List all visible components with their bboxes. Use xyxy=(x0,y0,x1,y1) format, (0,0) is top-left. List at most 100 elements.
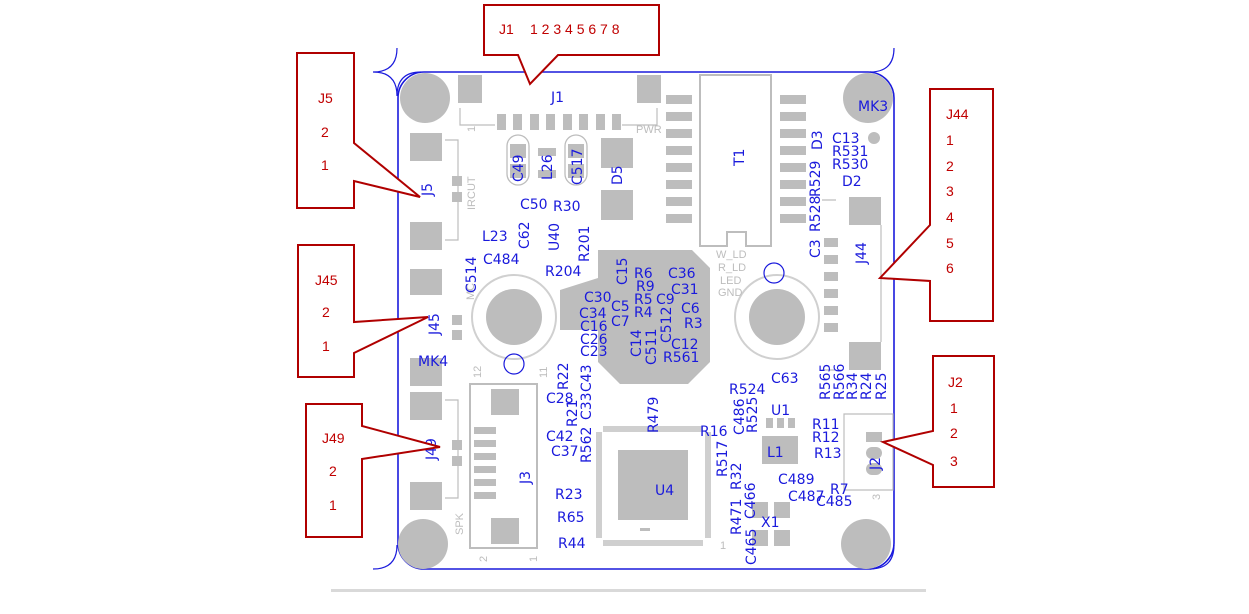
refdes-r4: R4 xyxy=(634,305,653,321)
refdes-d2: D2 xyxy=(842,174,862,190)
mounting-hole-bottom-right xyxy=(841,519,891,569)
callout-j2-pin: 2 xyxy=(950,425,958,441)
refdes-r530: R530 xyxy=(832,157,868,173)
refdes-c63: C63 xyxy=(771,371,799,387)
refdes-c30: C30 xyxy=(584,290,612,306)
callout-j45-pin: 2 xyxy=(322,304,330,320)
refdes-t1: T1 xyxy=(732,149,748,167)
callout-j44-pin: 5 xyxy=(946,235,954,251)
refdes-l23: L23 xyxy=(482,229,508,245)
board xyxy=(372,47,895,570)
refdes-r204: R204 xyxy=(545,264,582,280)
mounting-hole-bottom-left xyxy=(398,519,448,569)
callout-j44-box xyxy=(877,88,994,322)
silk-mc: MC xyxy=(465,283,477,300)
refdes-c16: C16 xyxy=(580,319,608,335)
refdes-r531: R531 xyxy=(832,144,868,160)
vias xyxy=(503,262,785,375)
refdes-c33: C33 xyxy=(579,392,595,420)
callout-j2-pin: 1 xyxy=(950,400,958,416)
refdes-c14: C14 xyxy=(629,329,645,357)
refdes-r517: R517 xyxy=(715,441,731,477)
refdes-r471: R471 xyxy=(729,499,745,535)
callout-j2-label: J2 xyxy=(948,374,963,390)
callouts xyxy=(296,4,995,538)
refdes-r34: R34 xyxy=(845,372,861,400)
refdes-r32: R32 xyxy=(729,462,745,490)
callout-j5-box xyxy=(296,52,421,209)
callout-j5-pin: 2 xyxy=(321,124,329,140)
refdes-u4: U4 xyxy=(655,483,674,499)
refdes-j44: J44 xyxy=(854,242,870,265)
refdes-c486: C486 xyxy=(732,398,748,435)
callout-j45-pin: 1 xyxy=(322,338,330,354)
callout-j49-box xyxy=(305,403,441,538)
callout-j44-pin: 2 xyxy=(946,158,954,174)
silk-spk: SPK xyxy=(454,512,466,535)
refdes-l26: L26 xyxy=(540,154,556,180)
callout-j1-pins: 1 2 3 4 5 6 7 8 xyxy=(530,21,620,37)
refdes-mk4: MK4 xyxy=(418,354,448,370)
refdes-r565: R565 xyxy=(818,364,834,400)
callout-j2-pin: 3 xyxy=(950,453,958,469)
refdes-c50: C50 xyxy=(520,197,548,213)
refdes-r21: R21 xyxy=(565,399,581,427)
refdes-r529: R529 xyxy=(808,161,824,197)
refdes-c465: C465 xyxy=(744,529,760,566)
refdes-r25: R25 xyxy=(874,372,890,400)
callout-j5-pin: 1 xyxy=(321,157,329,173)
silk-pin12: 12 xyxy=(472,366,484,378)
silk-pin3-j2: 3 xyxy=(871,494,883,500)
refdes-c6: C6 xyxy=(681,301,700,317)
refdes-r11: R11 xyxy=(812,417,840,433)
refdes-r6: R6 xyxy=(634,266,653,282)
refdes-c15: C15 xyxy=(615,257,631,285)
refdes-c485: C485 xyxy=(816,494,853,510)
refdes-c23: C23 xyxy=(580,344,608,360)
refdes-c34: C34 xyxy=(579,306,607,322)
callout-j1-box xyxy=(483,4,660,86)
refdes-c43: C43 xyxy=(579,364,595,392)
callout-j44-pin: 6 xyxy=(946,260,954,276)
refdes-c7: C7 xyxy=(611,314,630,330)
mounting-hole-top-right xyxy=(843,73,893,123)
refdes-u40: U40 xyxy=(547,223,563,251)
refdes-r9: R9 xyxy=(636,279,655,295)
refdes-r12: R12 xyxy=(812,430,840,446)
callout-j45-label: J45 xyxy=(315,272,338,288)
refdes-u1: U1 xyxy=(771,403,790,419)
silk-led: LED xyxy=(720,275,741,287)
refdes-c511: C511 xyxy=(644,329,660,366)
refdes-j5: J5 xyxy=(420,183,436,197)
refdes-d3: D3 xyxy=(810,130,826,150)
callout-j49-pin: 1 xyxy=(329,497,337,513)
refdes-c49: C49 xyxy=(511,154,527,182)
silk-pin1-j3: 1 xyxy=(528,556,540,562)
callout-j2-box xyxy=(879,355,995,488)
refdes-r201: R201 xyxy=(577,226,593,262)
refdes-x1: X1 xyxy=(761,515,780,531)
refdes-r22: R22 xyxy=(556,362,572,390)
refdes-c26: C26 xyxy=(580,332,608,348)
refdes-c36: C36 xyxy=(668,266,696,282)
callout-labels: J1 1 2 3 4 5 6 7 8 J5 2 1 J45 2 1 J49 2 … xyxy=(315,21,969,513)
refdes-r561: R561 xyxy=(663,350,699,366)
refdes-r7: R7 xyxy=(830,482,849,498)
silk-w-ld: W_LD xyxy=(716,249,747,261)
callout-j49-label: J49 xyxy=(322,430,345,446)
mounting-hole-top-left xyxy=(400,73,450,123)
silk-ircut: IRCUT xyxy=(466,176,478,210)
silk-pin11: 11 xyxy=(538,367,550,378)
refdes-r562: R562 xyxy=(579,427,595,463)
refdes-r524: R524 xyxy=(729,382,766,398)
callout-j5-label: J5 xyxy=(318,90,333,106)
refdes-c13: C13 xyxy=(832,131,860,147)
refdes-c512: C512 xyxy=(659,307,675,344)
refdes-r479: R479 xyxy=(646,397,662,433)
refdes-d5: D5 xyxy=(610,165,626,185)
refdes-c28: C28 xyxy=(546,391,574,407)
corner-mark-top-left xyxy=(372,47,422,97)
refdes-c484: C484 xyxy=(483,252,520,268)
refdes-l1: L1 xyxy=(767,445,784,461)
refdes-c62: C62 xyxy=(517,221,533,249)
